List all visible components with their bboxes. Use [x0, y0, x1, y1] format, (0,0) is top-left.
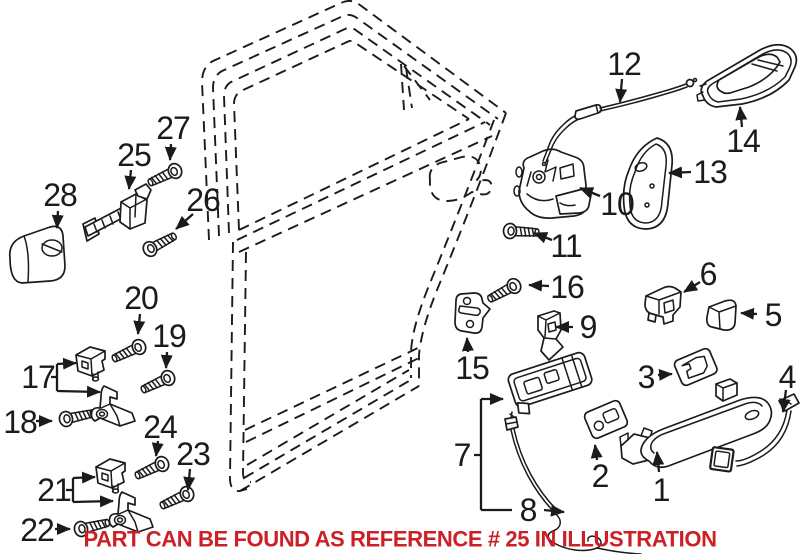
callout-label-27: 27 — [156, 110, 190, 146]
callout-label-11: 11 — [550, 228, 581, 264]
callout-arrow-17 — [56, 357, 77, 370]
part-12-release-cable — [541, 77, 698, 167]
callout-arrow-26 — [175, 213, 194, 230]
callout-arrow-28 — [51, 210, 64, 229]
callout-arrow-8 — [543, 504, 565, 517]
callout-arrow-12 — [615, 78, 628, 103]
part-23-bolt — [156, 483, 197, 514]
part-1-exterior-door-handle — [619, 378, 773, 469]
part-25-door-check-strap — [82, 183, 152, 242]
callout-label-15: 15 — [455, 350, 489, 386]
callout-arrow-23 — [183, 468, 196, 491]
callout-label-23: 23 — [176, 436, 210, 472]
part-24-bolt — [131, 453, 172, 484]
callout-arrow-10 — [579, 186, 601, 199]
callout-label-18: 18 — [3, 404, 37, 440]
callout-arrow-11 — [533, 231, 553, 244]
callout-arrow-17 — [56, 385, 101, 398]
part-9-lock-bracket — [537, 310, 564, 361]
callout-label-4: 4 — [779, 359, 796, 395]
part-26-bolt — [139, 227, 180, 260]
callout-arrow-21 — [72, 495, 114, 508]
part-3-handle-seal — [673, 347, 718, 387]
part-5-handle-cap — [706, 299, 737, 331]
callout-arrow-24 — [151, 440, 164, 457]
callout-arrow-5 — [740, 307, 758, 320]
callout-label-9: 9 — [580, 309, 597, 345]
callout-arrow-6 — [683, 280, 701, 293]
part-2-handle-gasket — [583, 399, 629, 440]
part-10-door-latch — [513, 148, 592, 219]
callout-label-14: 14 — [726, 123, 760, 159]
callout-label-2: 2 — [592, 458, 609, 494]
callout-arrow-21 — [72, 471, 96, 484]
callout-label-5: 5 — [765, 297, 782, 333]
callout-arrow-4 — [778, 389, 791, 413]
part-20-bolt — [108, 336, 149, 367]
callout-label-20: 20 — [124, 280, 158, 316]
callout-arrow-19 — [160, 351, 173, 369]
part-21-upper-hinge-half — [95, 458, 126, 494]
callout-label-3: 3 — [638, 359, 655, 395]
callout-label-28: 28 — [43, 177, 77, 213]
callout-arrow-20 — [133, 313, 146, 335]
callout-label-19: 19 — [152, 318, 186, 354]
callout-label-26: 26 — [186, 182, 220, 218]
callout-label-13: 13 — [693, 154, 727, 190]
callout-label-16: 16 — [550, 269, 584, 305]
part-18-bolt — [57, 404, 97, 429]
part-27-bolt — [144, 160, 185, 191]
callout-label-6: 6 — [700, 256, 717, 292]
callout-label-10: 10 — [600, 186, 634, 222]
callout-arrow-1 — [652, 451, 665, 473]
part-13-latch-gasket — [622, 137, 674, 230]
part-19-bolt — [137, 367, 178, 398]
reference-caption: PART CAN BE FOUND AS REFERENCE # 25 IN I… — [83, 527, 716, 552]
callout-arrow-25 — [124, 169, 137, 190]
callout-label-24: 24 — [143, 409, 177, 445]
part-15-striker-plate — [454, 292, 491, 334]
part-7-lock-carrier — [507, 351, 593, 415]
callout-label-22: 22 — [20, 512, 54, 548]
part-16-bolt — [484, 275, 525, 308]
callout-arrow-16 — [528, 279, 550, 292]
part-17-upper-hinge-half — [75, 346, 106, 382]
callout-arrow-3 — [657, 368, 673, 381]
callout-label-17: 17 — [21, 359, 55, 395]
part-11-bolt — [502, 222, 541, 241]
callout-label-1: 1 — [653, 472, 670, 508]
callout-label-8: 8 — [520, 492, 537, 528]
callout-label-25: 25 — [117, 137, 151, 173]
callout-arrow-2 — [590, 444, 603, 461]
part-28-check-strap-cover — [8, 225, 66, 284]
part-14-interior-handle — [696, 43, 798, 108]
callout-arrow-15 — [461, 337, 474, 353]
callout-label-21: 21 — [37, 472, 71, 508]
callout-label-7: 7 — [454, 437, 471, 473]
callout-label-12: 12 — [607, 46, 641, 82]
part-6-carrier-bracket — [644, 285, 682, 325]
callout-arrow-13 — [668, 166, 692, 179]
door-shell-outline — [201, 0, 507, 492]
callout-arrow-14 — [735, 106, 748, 128]
callout-arrow-27 — [164, 143, 177, 161]
